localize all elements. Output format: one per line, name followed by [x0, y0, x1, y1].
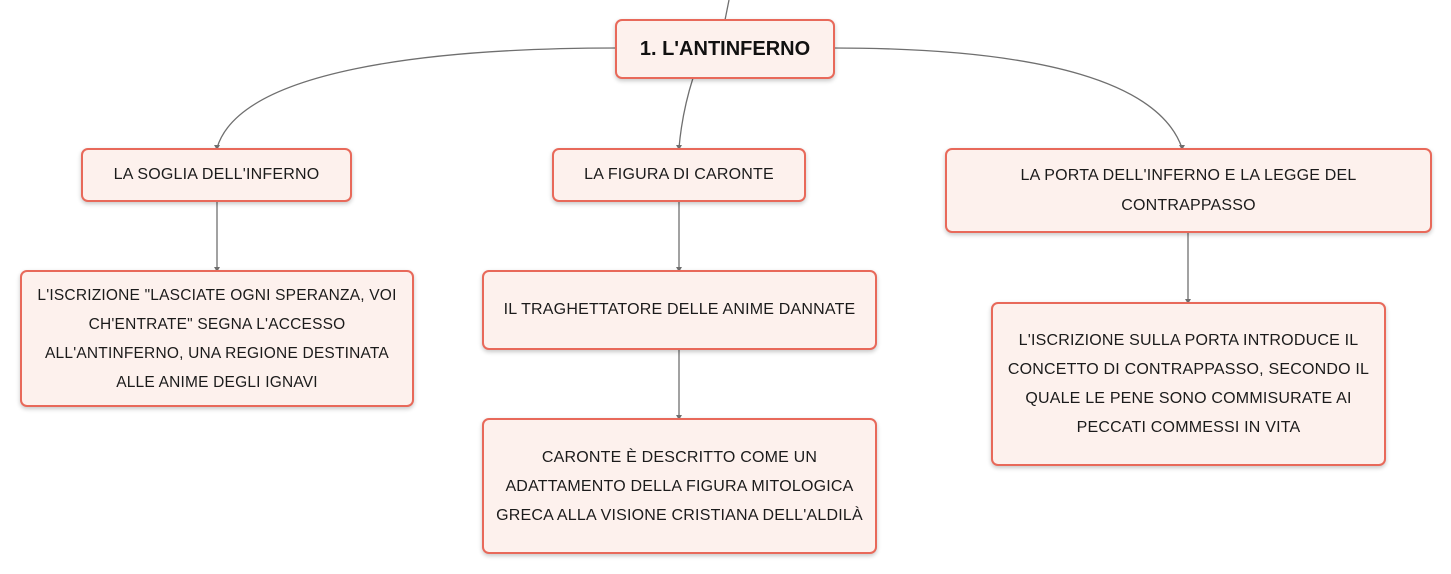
connector-root-to-caronte [678, 77, 694, 149]
leaf-node-text: CARONTE È DESCRITTO COME UN ADATTAMENTO … [496, 448, 863, 524]
connector-root-to-soglia [216, 47, 618, 149]
connector-root-to-porta [832, 47, 1183, 149]
branch-node-porta[interactable]: LA PORTA DELL'INFERNO E LA LEGGE DEL CON… [945, 148, 1432, 233]
leaf-node-caronte-descrizione[interactable]: CARONTE È DESCRITTO COME UN ADATTAMENTO … [482, 418, 877, 554]
leaf-node-iscrizione-antinferno[interactable]: L'ISCRIZIONE "LASCIATE OGNI SPERANZA, VO… [20, 270, 414, 407]
branch-node-label: LA PORTA DELL'INFERNO E LA LEGGE DEL CON… [1020, 166, 1357, 214]
leaf-node-contrappasso[interactable]: L'ISCRIZIONE SULLA PORTA INTRODUCE IL CO… [991, 302, 1386, 466]
branch-node-soglia[interactable]: LA SOGLIA DELL'INFERNO [81, 148, 352, 202]
connector-parent-to-root [724, 0, 730, 21]
root-node[interactable]: 1. L'ANTINFERNO [615, 19, 835, 79]
branch-node-label: LA FIGURA DI CARONTE [584, 166, 774, 183]
leaf-node-text: L'ISCRIZIONE SULLA PORTA INTRODUCE IL CO… [1007, 332, 1370, 436]
branch-node-label: LA SOGLIA DELL'INFERNO [113, 166, 320, 183]
branch-node-caronte[interactable]: LA FIGURA DI CARONTE [552, 148, 806, 202]
leaf-node-traghettatore[interactable]: IL TRAGHETTATORE DELLE ANIME DANNATE [482, 270, 877, 350]
leaf-node-text: L'ISCRIZIONE "LASCIATE OGNI SPERANZA, VO… [37, 286, 397, 391]
root-node-label: 1. L'ANTINFERNO [639, 38, 811, 60]
leaf-node-text: IL TRAGHETTATORE DELLE ANIME DANNATE [503, 301, 856, 318]
